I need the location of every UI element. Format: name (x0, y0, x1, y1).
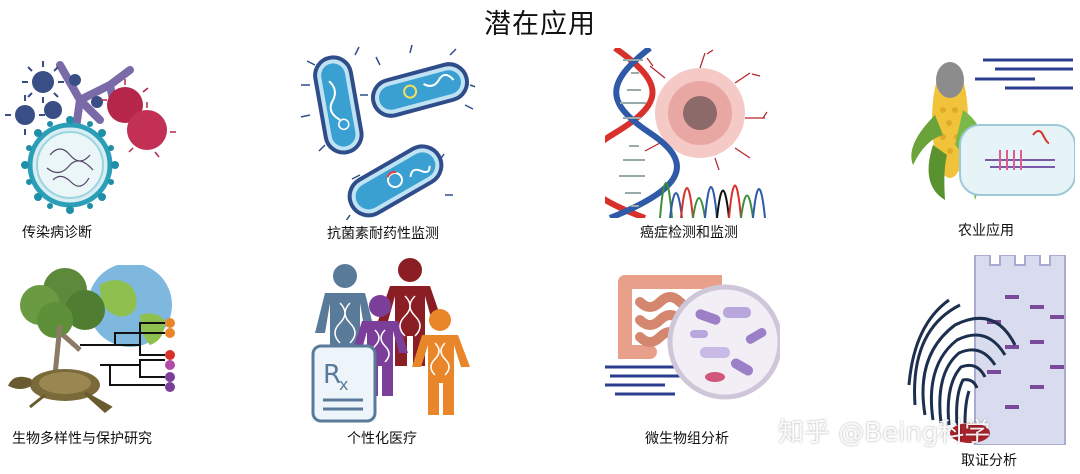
tree-globe-turtle-icon (7, 265, 175, 413)
dna-tumor-icon (605, 48, 768, 218)
item-label: 癌症检测和监测 (640, 225, 738, 241)
item-personalized-medicine: R x 个性化医疗 (305, 258, 485, 470)
watermark: 知乎 @Being科学 (778, 418, 991, 448)
svg-text:x: x (339, 375, 348, 394)
item-label: 抗菌素耐药性监测 (327, 226, 439, 242)
bacteria-icon (300, 45, 475, 220)
item-label: 微生物组分析 (645, 431, 729, 447)
fingerprint-gel-icon (907, 255, 1066, 445)
item-amr-monitoring: 抗菌素耐药性监测 (300, 45, 480, 260)
item-cancer-detection: 癌症检测和监测 (605, 48, 780, 260)
item-biodiversity: 生物多样性与保护研究 (5, 265, 185, 470)
gut-microbes-icon (605, 275, 780, 400)
people-prescription-icon: R x (311, 258, 470, 423)
item-label: 取证分析 (961, 453, 1017, 469)
item-agriculture: 农业应用 (905, 55, 1075, 260)
item-label: 农业应用 (958, 223, 1014, 239)
virus-bacteria-icon (5, 61, 176, 214)
corn-icon (911, 58, 1075, 200)
item-microbiome: 微生物组分析 (605, 262, 780, 470)
item-label: 生物多样性与保护研究 (12, 431, 152, 447)
page-title: 潜在应用 (484, 9, 596, 40)
item-infectious-disease: 传染病诊断 (5, 40, 180, 260)
item-label: 传染病诊断 (22, 225, 92, 241)
item-forensics: 取证分析 (905, 255, 1075, 470)
item-label: 个性化医疗 (347, 431, 417, 447)
svg-text:R: R (323, 360, 341, 390)
